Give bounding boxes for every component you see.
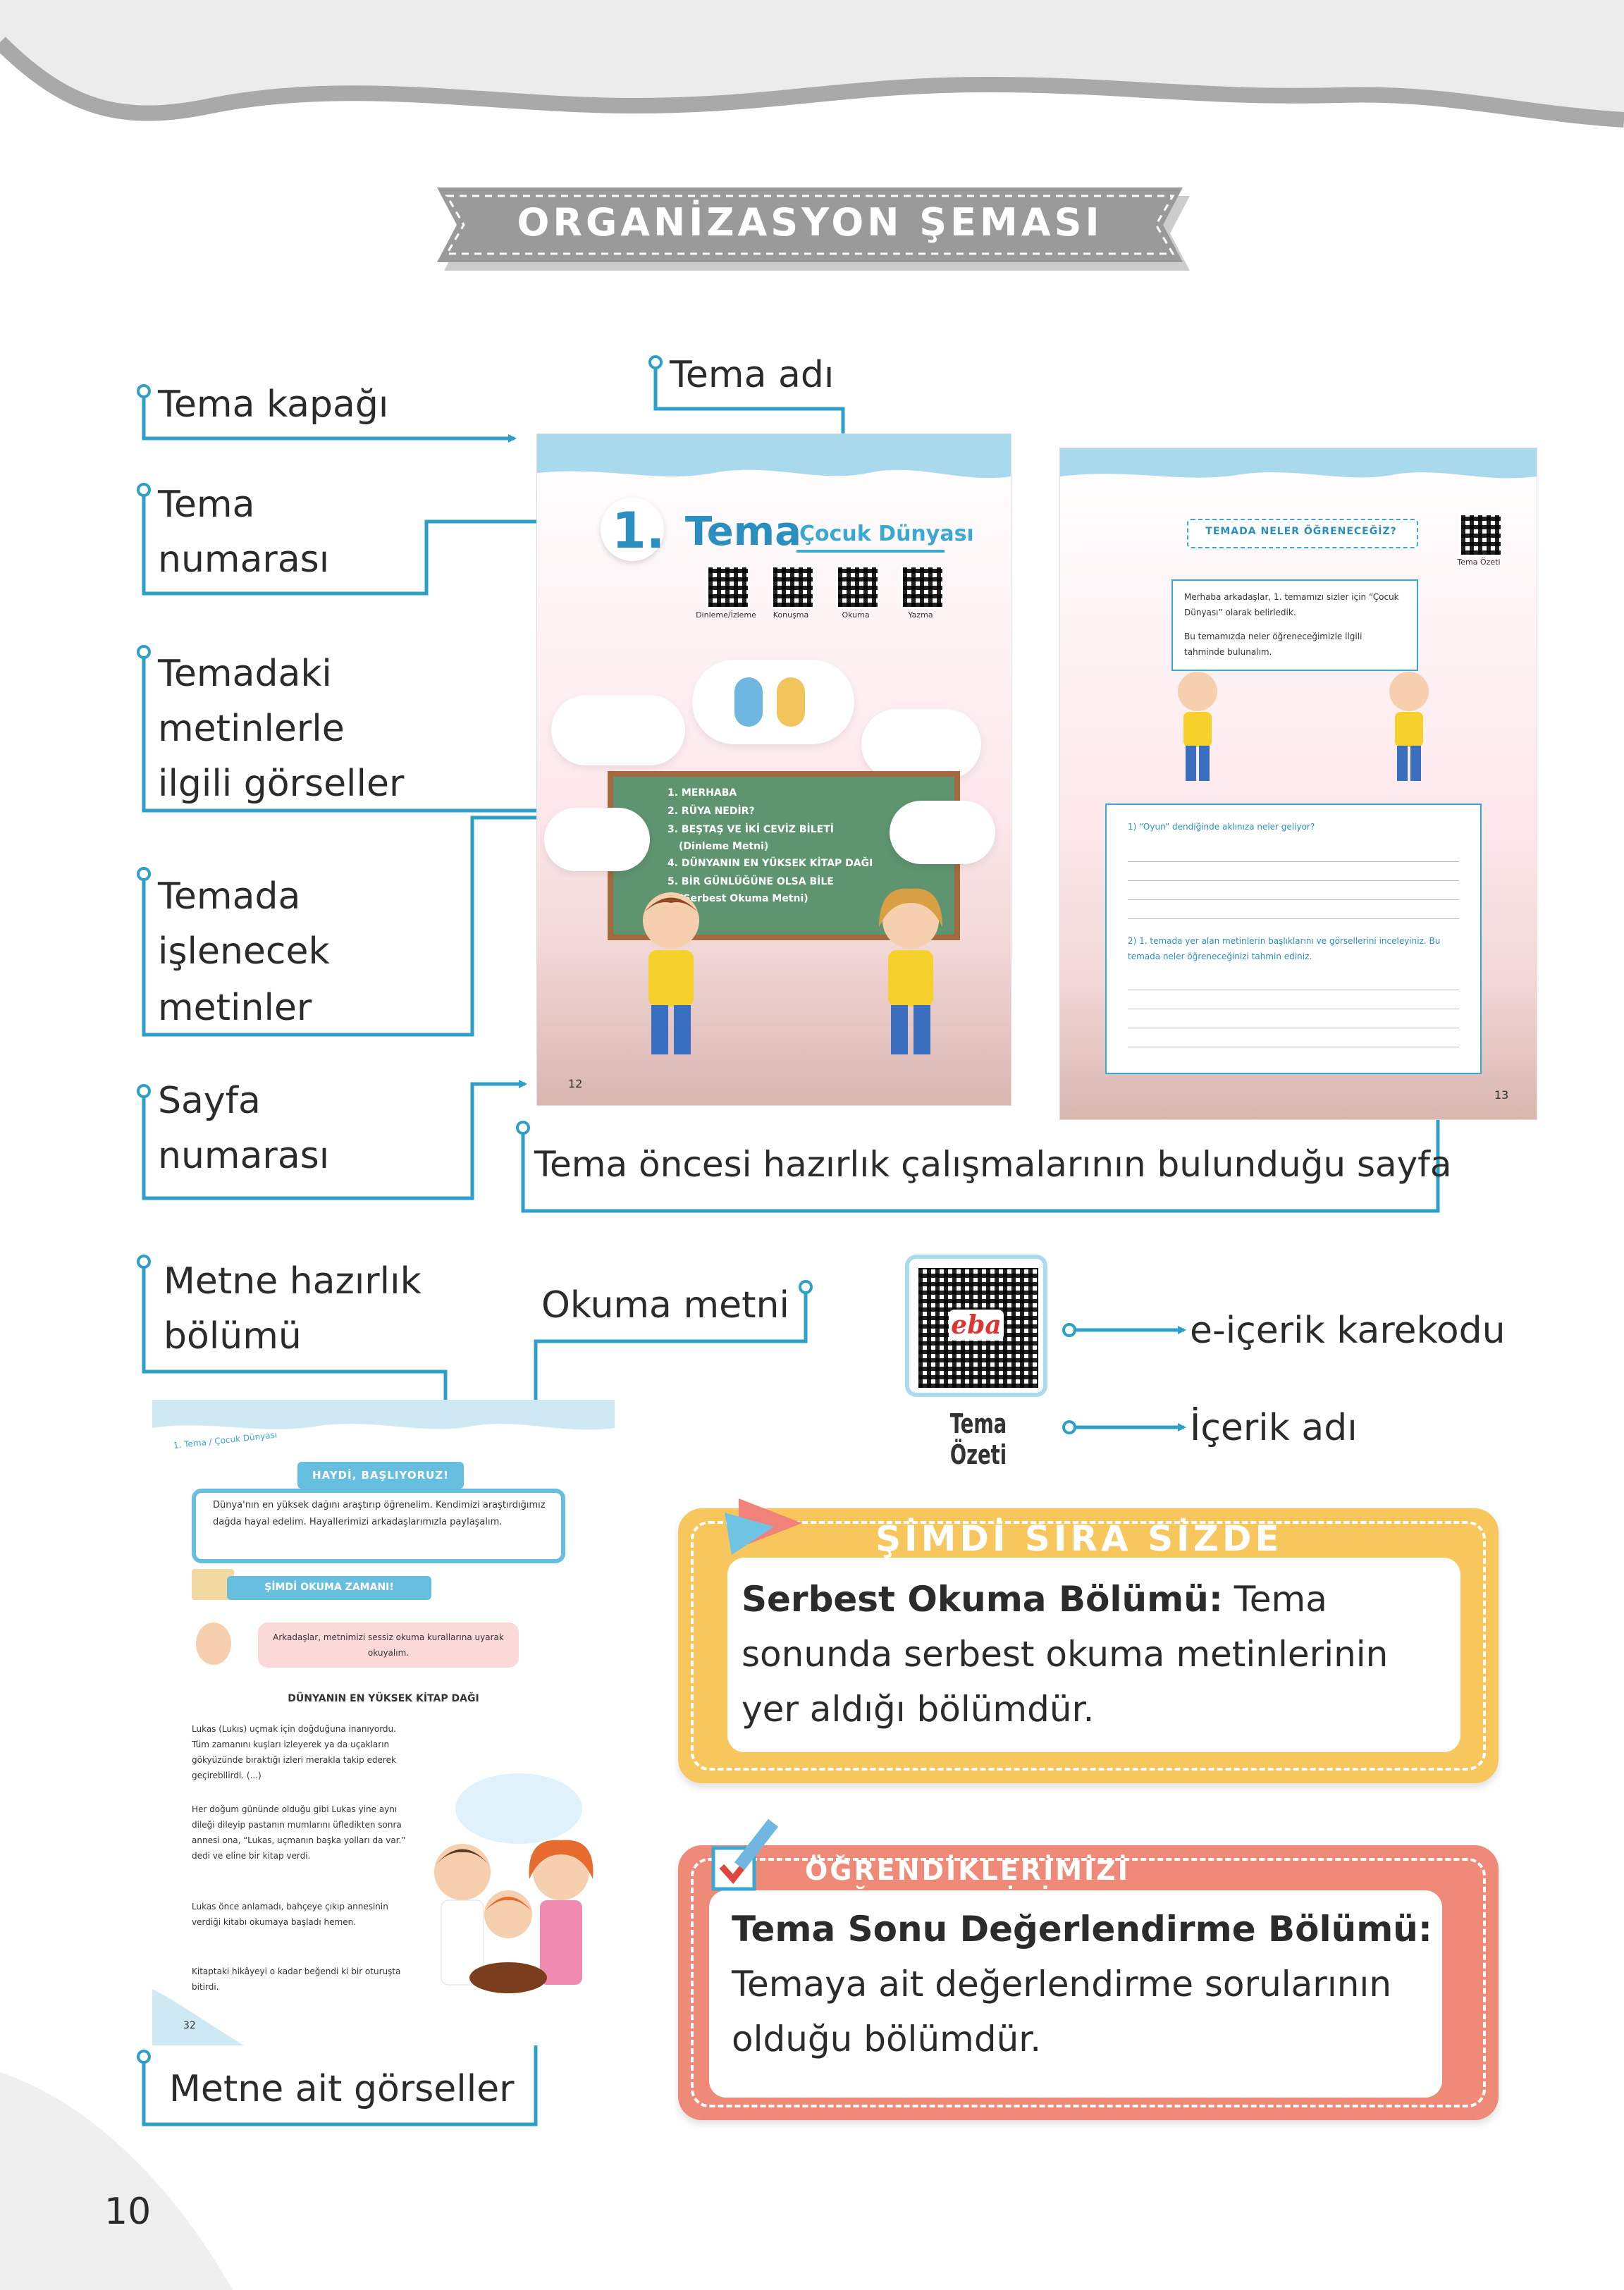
label-sayfa-2: numarası [158, 1135, 330, 1177]
page-13-thumbnail: TEMADA NELER ÖĞRENECEĞİZ? Tema Özeti Mer… [1060, 448, 1537, 1119]
label-tema-kapagi: Tema kapağı [158, 383, 389, 426]
label-gorseller-1: Temadaki [158, 653, 332, 695]
page-12-boy-illustration [643, 892, 699, 1054]
page-12-cloud-illustration-2 [551, 695, 685, 765]
simdi-sira-sizde-box: ŞİMDİ SIRA SİZDE Serbest Okuma Bölümü: T… [678, 1498, 1499, 1783]
simdi-bold: Serbest Okuma Bölümü: [742, 1579, 1223, 1620]
page-12-cloud-illustration-3 [861, 709, 981, 780]
label-islenecek-1: Temada [158, 875, 301, 918]
page-12-qr-3 [836, 565, 880, 609]
bottom-left-decoration [0, 2072, 233, 2290]
page-13-sign-text-1: Merhaba arkadaşlar, 1. temamızı sizler i… [1184, 592, 1399, 617]
play-icon [725, 1498, 802, 1555]
page-12-thumbnail: 1. Tema Çocuk Dünyası Dinleme/İzleme Kon… [537, 434, 1011, 1105]
label-islenecek-2: işlenecek [158, 930, 330, 973]
page-13-sign-text-2: Bu temamızda neler öğreneceğimizle ilgil… [1184, 632, 1362, 657]
page-13-page-number: 13 [1494, 1088, 1509, 1102]
simdi-text: Tema sonunda serbest okuma metinlerinin … [742, 1579, 1389, 1730]
page-12-board-item: (Dinleme Metni) [679, 841, 769, 852]
simdi-text-block: Serbest Okuma Bölümü: Tema sonunda serbe… [742, 1572, 1446, 1737]
label-metne-hazirlik-1: Metne hazırlık [164, 1260, 422, 1303]
page-32-haydi-tag [297, 1462, 464, 1489]
page-12-qr-label-1: Dinleme/İzleme [696, 610, 756, 620]
page-32-okuma-zamani: ŞİMDİ OKUMA ZAMANI! [264, 1582, 394, 1593]
page-13-question-1: 1) “Oyun” dendiğinde aklınıza neler geli… [1128, 822, 1315, 832]
top-wave-decoration [0, 0, 1624, 128]
ogrendik-title: ÖĞRENDİKLERİMİZİ DEĞERLENDİRİYORUZ [805, 1855, 1167, 1917]
page-32-wave [152, 1400, 615, 1430]
page-32-page-number: 32 [183, 2020, 196, 2031]
page-12-child-figure [777, 677, 805, 727]
page-32-haydi: HAYDİ, BAŞLIYORUZ! [312, 1469, 450, 1482]
page-12-board-item: (Serbest Okuma Metni) [679, 893, 808, 904]
label-sayfa-1: Sayfa [158, 1080, 261, 1122]
page-12-qr-label-3: Okuma [842, 610, 870, 620]
page-12-tema-number: 1. [612, 502, 665, 560]
label-tema-adi: Tema adı [670, 354, 835, 396]
label-gorseller-3: ilgili görseller [158, 763, 405, 805]
page-32-family-illustration [434, 1773, 593, 1993]
page-32-paragraph-4: Kitaptaki hikâyeyi o kadar beğendi ki bi… [192, 1966, 401, 1992]
page-32-speech: Arkadaşlar, metnimizi sessiz okuma kural… [273, 1632, 504, 1658]
label-hazirlik-sayfa: Tema öncesi hazırlık çalışmalarının bulu… [534, 1144, 1452, 1185]
page-12-board-item: 3. BEŞTAŞ VE İKİ CEVİZ BİLETİ [668, 824, 834, 835]
page-32-paragraph-1: Lukas (Lukıs) uçmak için doğduğuna inanı… [192, 1724, 396, 1780]
page-13-qr [1459, 513, 1503, 557]
page-32-paragraph-2: Her doğum gününde olduğu gibi Lukas yine… [192, 1804, 406, 1861]
page-12-qr-1 [706, 565, 750, 609]
title-banner: ORGANİZASYON ŞEMASI [437, 185, 1191, 273]
page-32-paragraph-3: Lukas önce anlamadı, bahçeye çıkıp annes… [192, 1902, 388, 1927]
page-32-girl-avatar [196, 1623, 231, 1665]
page-12-board-item: 1. MERHABA [668, 787, 737, 799]
page-12-cloud-illustration-1 [692, 660, 854, 744]
eba-logo-icon: eba [949, 1310, 1004, 1341]
page-12-qr-4 [901, 565, 945, 609]
page-12-child-figure [734, 677, 763, 727]
page-32-haydi-text: Dünya'nın en yüksek dağını araştırıp öğr… [213, 1500, 546, 1527]
page-12-board-item: 4. DÜNYANIN EN YÜKSEK KİTAP DAĞI [668, 858, 873, 869]
page-32-story-title: DÜNYANIN EN YÜKSEK KİTAP DAĞI [288, 1693, 479, 1704]
ogrendik-text-block: Tema Sonu Değerlendirme Bölümü: Temaya a… [732, 1902, 1437, 2067]
page-13-girl-illustration [1389, 672, 1429, 781]
ogrendik-text: Temaya ait değerlendirme sorularının old… [732, 1964, 1392, 2060]
ogrendik-bold: Tema Sonu Değerlendirme Bölümü: [732, 1909, 1432, 1950]
page-12-board-item: 5. BİR GÜNLÜĞÜNE OLSA BİLE [668, 876, 834, 887]
e-icerik-qr-code[interactable]: eba [905, 1255, 1047, 1397]
page-13-qr-caption: Tema Özeti [1457, 558, 1501, 567]
label-tema-numarasi-1: Tema [158, 484, 255, 526]
page-12-board-list: 1. MERHABA 2. RÜYA NEDİR? 3. BEŞTAŞ VE İ… [668, 784, 907, 906]
page-12-wave [537, 434, 1011, 479]
label-metne-hazirlik-2: bölümü [164, 1315, 302, 1358]
page-13-question-2: 2) 1. temada yer alan metinlerin başlıkl… [1128, 936, 1441, 961]
qr-caption: Tema Özeti [949, 1408, 1007, 1470]
page-13-boy-illustration [1178, 672, 1217, 781]
page-32-thumbnail: 1. Tema / Çocuk Dünyası HAYDİ, BAŞLIYORU… [152, 1400, 615, 2045]
label-e-icerik: e-içerik karekodu [1190, 1310, 1506, 1352]
page-12-cloud-illustration-5 [890, 801, 995, 864]
page-number: 10 [104, 2191, 152, 2233]
label-icerik-adi: İçerik adı [1190, 1407, 1358, 1449]
page-12-board-item: 2. RÜYA NEDİR? [668, 806, 755, 817]
page-12-cloud-illustration-4 [544, 808, 650, 871]
page-12-tema-word: Tema [685, 509, 801, 555]
page-13-heading: TEMADA NELER ÖĞRENECEĞİZ? [1205, 526, 1397, 537]
simdi-title: ŞİMDİ SIRA SİZDE [875, 1518, 1283, 1559]
page-12-qr-label-4: Yazma [908, 610, 933, 620]
label-tema-numarasi-2: numarası [158, 538, 330, 581]
label-gorseller-2: metinlerle [158, 708, 345, 750]
label-metne-ait: Metne ait görseller [169, 2068, 515, 2110]
banner-title: ORGANİZASYON ŞEMASI [517, 200, 1103, 245]
page-12-girl-illustration [879, 888, 942, 1054]
page-32-corner [152, 1989, 244, 2045]
label-okuma-metni: Okuma metni [541, 1284, 789, 1326]
checkmark-pencil-icon [711, 1818, 779, 1891]
page-13-sign-board [1171, 579, 1418, 671]
label-islenecek-3: metinler [158, 987, 312, 1029]
page-12-tema-name: Çocuk Dünyası [799, 522, 974, 546]
page-12-qr-2 [771, 565, 815, 609]
page-12-qr-label-2: Konuşma [773, 610, 809, 620]
page-12-page-number: 12 [568, 1077, 583, 1090]
ogrendiklerimizi-box: ÖĞRENDİKLERİMİZİ DEĞERLENDİRİYORUZ Tema … [678, 1818, 1499, 2120]
page-13-wave [1060, 448, 1537, 479]
